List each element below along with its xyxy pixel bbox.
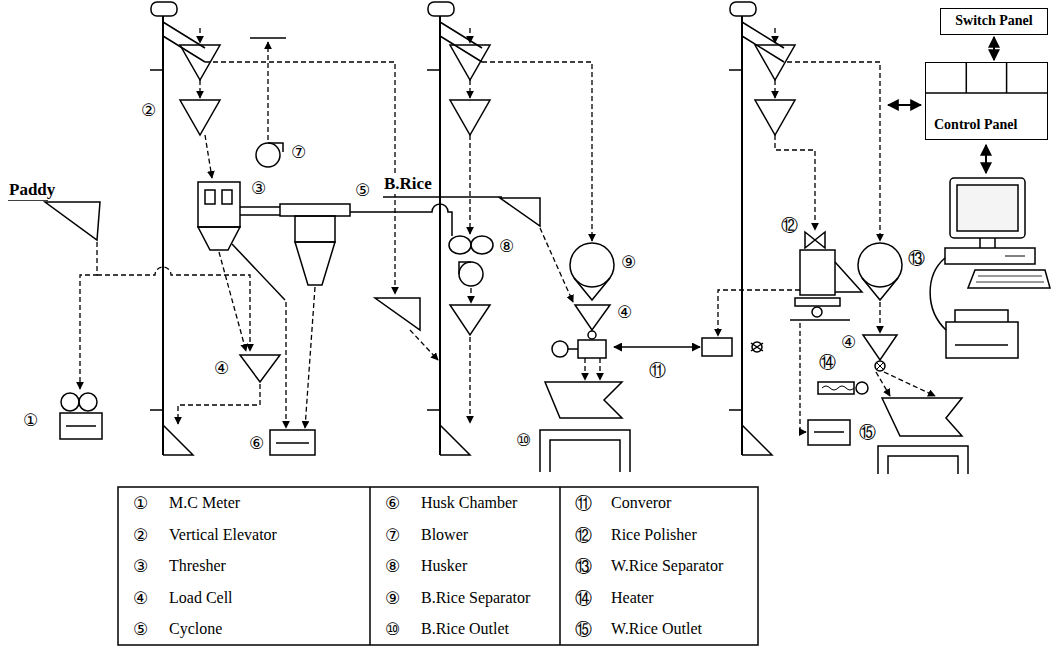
table-number: ⑤ (132, 619, 149, 639)
parts-table (118, 487, 758, 645)
table-cell: Cyclone (168, 620, 223, 638)
table-number: ① (132, 493, 149, 513)
table-number: ⑥ (384, 493, 401, 513)
callout-number: ⑭ (818, 351, 837, 374)
rice-polisher (790, 232, 862, 320)
table-number: ⑧ (384, 556, 401, 576)
table-cell: Husk Chamber (420, 494, 518, 512)
conveyor (552, 338, 763, 358)
table-cell: Heater (610, 589, 655, 607)
callout-number: ⑮ (858, 421, 877, 444)
white-rice-separator (858, 243, 902, 300)
table-cell: Rice Polisher (610, 526, 698, 544)
table-number: ③ (132, 556, 149, 576)
blower (250, 38, 286, 167)
thresher (198, 182, 285, 300)
table-number: ⑩ (384, 619, 401, 639)
input-label: B.Rice (383, 174, 433, 194)
panel-switch-band (926, 63, 1047, 95)
mc-meter (60, 393, 102, 439)
computer (945, 178, 1050, 288)
table-cell: Blower (420, 526, 469, 544)
double-arrow-connector (993, 37, 995, 60)
table-number: ⑬ (574, 555, 593, 578)
callout-number: ⑦ (290, 142, 307, 162)
table-number: ⑭ (574, 586, 593, 609)
brown-rice-hopper (383, 197, 540, 226)
panel-label: Control Panel (934, 117, 1017, 133)
table-number: ④ (132, 588, 149, 608)
callout-number: ⑧ (498, 236, 515, 256)
brown-rice-outlet (540, 382, 630, 472)
table-cell: W.Rice Outlet (610, 620, 703, 638)
table-number: ⑨ (384, 588, 401, 608)
table-number: ⑦ (384, 525, 401, 545)
table-cell: W.Rice Separator (610, 557, 724, 575)
callout-number: ⑨ (620, 252, 637, 272)
white-rice-outlet (878, 398, 968, 474)
callout-number: ⑥ (248, 433, 265, 453)
callout-number: ⑤ (354, 180, 371, 200)
vertical-elevator (150, 2, 220, 455)
vertical-elevator (427, 2, 490, 455)
callout-number: ④ (840, 332, 857, 352)
callout-number: ③ (250, 178, 267, 198)
callout-number: ① (22, 410, 39, 430)
callout-number: ④ (213, 358, 230, 378)
husk-chamber (270, 430, 315, 455)
callout-number: ⑬ (907, 247, 926, 270)
flow-lines (80, 28, 935, 432)
elevator-hopper (375, 298, 420, 330)
load-cell (575, 305, 610, 339)
table-number: ② (132, 525, 149, 545)
input-label: Paddy (8, 180, 56, 200)
load-cell (863, 335, 897, 371)
callout-number: ⑪ (648, 359, 667, 382)
switch-panel-box: Switch Panel (940, 8, 1048, 35)
brown-rice-separator (570, 243, 614, 300)
control-panel-box: Control Panel (925, 62, 1048, 140)
callout-number: ⑩ (515, 430, 532, 450)
table-number: ⑪ (574, 492, 593, 515)
table-cell: Load Cell (168, 589, 234, 607)
callout-number: ② (140, 100, 157, 120)
paddy-hopper (8, 200, 100, 240)
table-cell: B.Rice Separator (420, 589, 531, 607)
load-cell (240, 355, 280, 382)
table-cell: M.C Meter (168, 494, 241, 512)
table-cell: Thresher (168, 557, 227, 575)
table-number: ⑮ (574, 618, 593, 641)
cyclone (280, 204, 452, 285)
table-cell: Vertical Elevator (168, 526, 278, 544)
table-cell: B.Rice Outlet (420, 620, 510, 638)
callout-number: ⑫ (780, 214, 799, 237)
husker (449, 236, 493, 335)
table-cell: Husker (420, 557, 468, 575)
printer (930, 258, 1018, 358)
callout-number: ④ (616, 302, 633, 322)
panel-label: Switch Panel (955, 13, 1032, 29)
table-number: ⑫ (574, 523, 593, 546)
table-cell: Converor (610, 494, 672, 512)
